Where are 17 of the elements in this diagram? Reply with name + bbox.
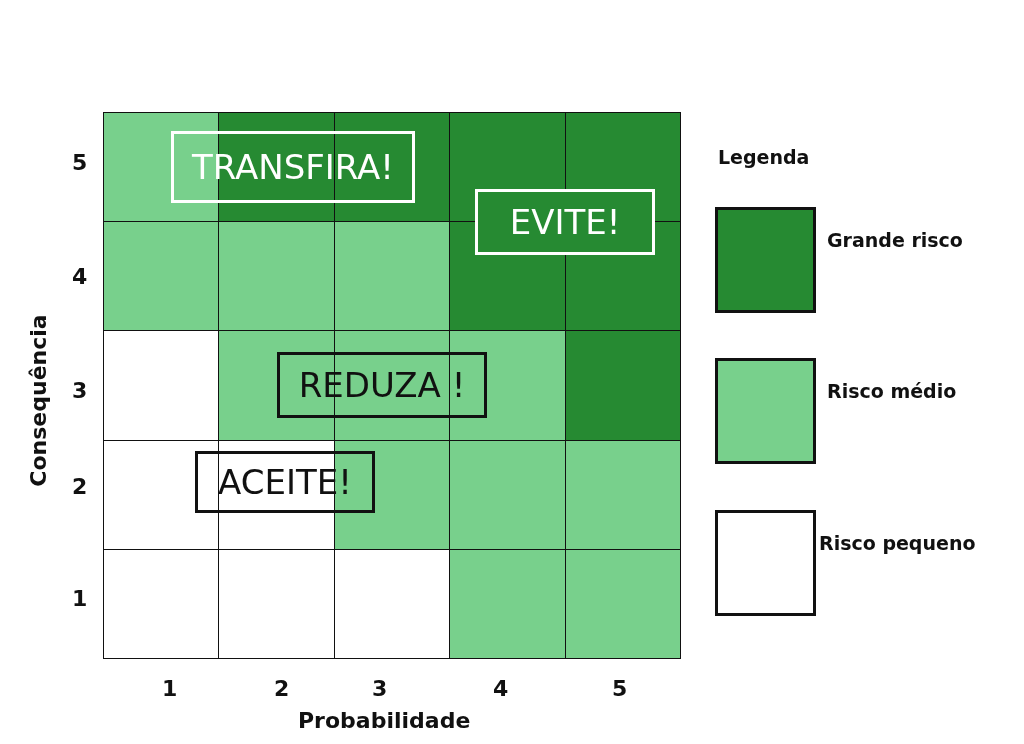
axis-tick-label: 3 — [372, 676, 388, 701]
legend-label: Grande risco — [827, 229, 963, 251]
axis-tick-label: 4 — [72, 264, 88, 289]
legend-title: Legenda — [718, 146, 810, 168]
axis-tick-label: 5 — [72, 150, 88, 175]
axis-title: Probabilidade — [298, 708, 471, 733]
axis-title: Consequência — [25, 314, 51, 487]
legend-label: Risco médio — [827, 380, 957, 402]
axis-tick-label: 5 — [612, 676, 628, 701]
axis-tick-label: 4 — [493, 676, 509, 701]
axis-tick-label: 2 — [72, 474, 88, 499]
axis-tick-label: 2 — [274, 676, 290, 701]
axis-tick-label: 1 — [72, 586, 88, 611]
strategy-box: EVITE! — [475, 189, 655, 255]
axis-tick-label: 1 — [162, 676, 178, 701]
axis-tick-label: 3 — [72, 378, 88, 403]
legend-label: Risco pequeno — [819, 532, 976, 554]
